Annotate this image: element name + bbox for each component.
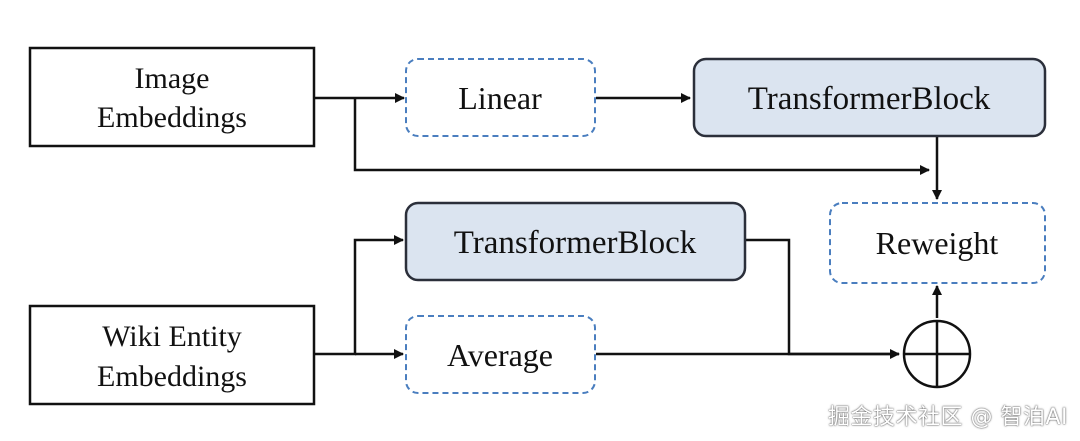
average-node: Average [405,315,596,394]
reweight-node: Reweight [829,202,1046,284]
edge-wiki-to-transformer-bottom [314,235,404,356]
wiki-entity-embeddings-label-line1: Wiki Entity [102,320,242,353]
image-embeddings-box [28,46,316,148]
linear-node: Linear [405,58,596,137]
linear-box [405,58,596,137]
sum-operator-icon [902,319,972,389]
transformer-block-top-box [692,57,1047,138]
average-box [405,315,596,394]
transformer-block-top-label: TransformerBlock [748,81,991,117]
transformer-block-bottom-label: TransformerBlock [454,225,697,261]
image-embeddings-label-line1: Image [135,62,210,95]
image-embeddings-label-line2: Embeddings [97,101,247,134]
wiki-entity-embeddings-box [28,304,316,406]
edge-image-skip-to-reweight [353,98,930,175]
wiki-entity-embeddings-node: Wiki Entity Embeddings [28,304,316,406]
average-label: Average [447,337,553,373]
linear-label: Linear [458,80,542,116]
reweight-label: Reweight [876,225,999,261]
transformer-block-bottom-node: TransformerBlock [404,201,747,282]
transformer-block-top-node: TransformerBlock [692,57,1047,138]
image-embeddings-node: Image Embeddings [28,46,316,148]
reweight-box [829,202,1046,284]
watermark: 掘金技术社区 @ 智泊AI [827,405,1068,430]
transformer-block-bottom-box [404,201,747,282]
wiki-entity-embeddings-label-line2: Embeddings [97,360,247,393]
connectors [314,93,942,359]
